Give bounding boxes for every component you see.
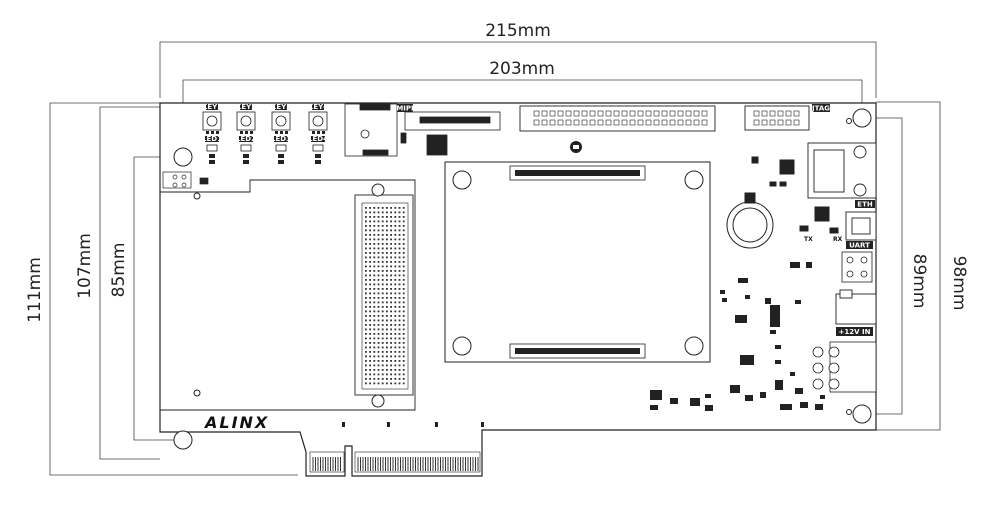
mipi-label: MIPI: [396, 105, 413, 113]
brand-logo: ALINX: [203, 413, 269, 432]
dim-height-89: 89mm: [909, 254, 929, 309]
led-label: LED4: [308, 135, 328, 143]
jtag-label: JTAG: [811, 105, 830, 113]
jtag-label-box: [812, 104, 830, 112]
mounting-holes: [173, 108, 872, 450]
ethernet-jack: [807, 142, 877, 199]
tx-label: TX: [804, 236, 813, 243]
fan-header: [841, 251, 873, 283]
mount-hole-top-right: [852, 108, 872, 128]
dim-width-inner: 203mm: [489, 59, 555, 79]
power-jack: [835, 289, 877, 325]
rtc-battery: [726, 192, 774, 249]
uart-label: UART: [849, 242, 870, 250]
mipi-area: [344, 103, 501, 157]
led-label: LED3: [271, 135, 291, 143]
som-module: [444, 161, 711, 363]
rx-label: RX: [833, 236, 843, 243]
key-label: KEY2: [236, 103, 256, 111]
dim-height-85: 85mm: [109, 243, 129, 298]
mipi-label-box: [397, 104, 413, 112]
dim-height-111: 111mm: [25, 257, 45, 323]
pcie-gold-fingers: [309, 422, 484, 473]
power-label: +12V IN: [839, 328, 871, 336]
dim-width-outer: 215mm: [485, 21, 551, 41]
dim-height-107: 107mm: [75, 233, 95, 299]
key-label: KEY4: [308, 103, 328, 111]
dim-height-98: 98mm: [949, 256, 969, 311]
uart-connector: [845, 211, 877, 241]
jumper-left: [162, 171, 209, 189]
key-label: KEY3: [271, 103, 291, 111]
expansion-header: [519, 105, 716, 153]
key-label: KEY1: [202, 103, 222, 111]
power-switch: [812, 341, 877, 393]
mount-hole-bottom-right: [852, 404, 872, 424]
eth-label: ETH: [857, 201, 873, 209]
misc-smd-parts: [650, 262, 825, 411]
mount-hole-bottom-left: [173, 430, 193, 450]
led-label: LED1: [202, 135, 222, 143]
fmc-connector: [354, 183, 414, 408]
power-label-box: [836, 327, 873, 336]
fmc-bay-outline: [160, 179, 416, 411]
jtag-connector: [744, 105, 810, 131]
right-ics: [751, 156, 839, 234]
led-label: LED2: [236, 135, 256, 143]
eth-label-box: [855, 200, 875, 208]
mount-hole-top-left: [173, 147, 193, 167]
uart-label-box: [846, 241, 873, 249]
